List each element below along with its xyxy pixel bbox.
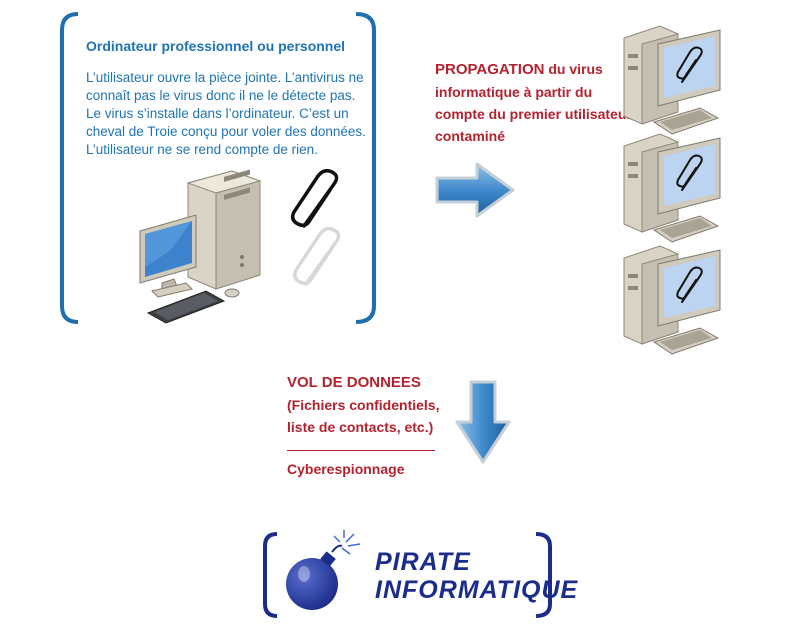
paperclip-icon-faded <box>292 226 341 286</box>
pirate-title-line2: INFORMATIQUE <box>375 576 579 604</box>
propagation-line1: du virus <box>544 61 603 77</box>
cyberespionnage-label: Cyberespionnage <box>287 461 405 477</box>
data-theft-text: VOL DE DONNEES (Fichiers confidentiels, … <box>287 372 447 438</box>
panel-line: L’utilisateur ne se rend compte de rien. <box>86 142 318 157</box>
data-theft-line1: (Fichiers confidentiels, <box>287 397 440 413</box>
panel-description: L’utilisateur ouvre la pièce jointe. L’a… <box>86 69 368 159</box>
paperclip-icon <box>290 168 339 228</box>
propagation-text: PROPAGATION du virus informatique à part… <box>435 58 635 147</box>
data-theft-title: VOL DE DONNEES <box>287 374 421 391</box>
computer-icon <box>623 245 721 355</box>
bomb-icon <box>286 530 361 610</box>
pirate-title-line1: PIRATE <box>375 548 471 576</box>
propagation-line2: informatique à partir du <box>435 84 593 100</box>
panel-line: cheval de Troie conçu pour voler des don… <box>86 124 366 139</box>
propagation-line4: contaminé <box>435 128 506 144</box>
computer-icon <box>623 25 721 135</box>
propagation-lead: PROPAGATION <box>435 61 545 78</box>
computer-icon <box>139 169 262 324</box>
divider <box>287 450 435 451</box>
computer-icon <box>623 133 721 243</box>
panel-line: connaît pas le virus donc il ne le détec… <box>86 88 356 103</box>
propagation-line3: compte du premier utilisateur <box>435 106 632 122</box>
panel-line: Le virus s’installe dans l’ordinateur. C… <box>86 106 349 121</box>
data-theft-line2: liste de contacts, etc.) <box>287 419 434 435</box>
arrow-right-icon <box>435 162 515 218</box>
panel-title: Ordinateur professionnel ou personnel <box>86 38 346 54</box>
arrow-down-icon <box>455 380 511 464</box>
panel-line: L’utilisateur ouvre la pièce jointe. L’a… <box>86 70 364 85</box>
